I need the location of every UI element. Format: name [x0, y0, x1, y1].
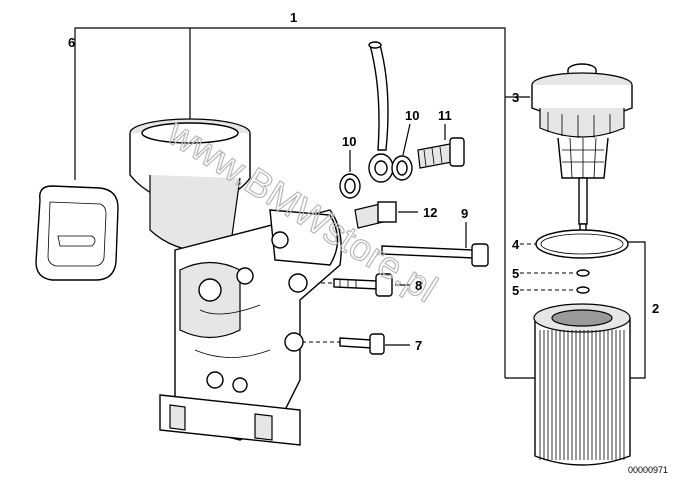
o-ring-part — [535, 229, 629, 259]
callout-2: 2 — [652, 301, 659, 316]
callout-10a: 10 — [342, 134, 356, 149]
callout-5b: 5 — [512, 283, 519, 298]
callout-7: 7 — [415, 338, 422, 353]
sealing-ring-part — [339, 155, 413, 199]
oil-hose — [368, 41, 394, 183]
diagram-number: 00000971 — [628, 465, 668, 475]
callout-1: 1 — [290, 10, 297, 25]
callout-11: 11 — [438, 108, 452, 123]
callout-9: 9 — [461, 206, 468, 221]
callout-12: 12 — [423, 205, 437, 220]
small-ring-part — [576, 269, 590, 294]
callout-labels: 1 2 3 4 5 5 6 7 8 9 10 10 11 12 — [68, 10, 659, 353]
bolt-part-8 — [333, 273, 393, 297]
callout-3: 3 — [512, 90, 519, 105]
filter-cap-part — [531, 63, 633, 253]
hollow-bolt-part — [417, 137, 465, 169]
callout-4: 4 — [512, 237, 520, 252]
long-bolt-part — [381, 243, 489, 267]
callout-6: 6 — [68, 35, 75, 50]
gasket-part — [35, 185, 119, 281]
bolt-part-7 — [339, 333, 385, 355]
oil-filter-housing — [129, 118, 342, 446]
callout-8: 8 — [415, 278, 422, 293]
filter-element-part — [533, 303, 631, 466]
callout-10b: 10 — [405, 108, 419, 123]
oil-sensor-part — [354, 201, 397, 229]
callout-5a: 5 — [512, 266, 519, 281]
